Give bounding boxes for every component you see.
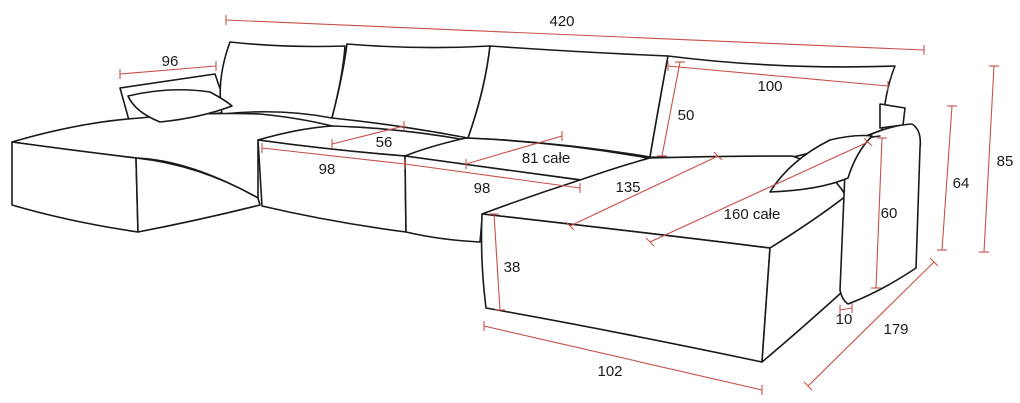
- dim-chaise-seat-depth: [569, 155, 719, 227]
- sofa-drawing: [11, 41, 922, 363]
- dim-chaise-full-depth: [649, 141, 869, 243]
- label-total-height: 85: [997, 153, 1014, 170]
- right-armrest: [839, 123, 922, 305]
- dim-module-1: [261, 147, 406, 165]
- label-back-height: 64: [953, 175, 970, 192]
- dim-chaise-left: [119, 65, 217, 75]
- dim-armrest-height: [875, 137, 883, 289]
- dim-seat-height: [493, 213, 501, 311]
- dim-armrest-width: [839, 307, 853, 311]
- label-module-1: 98: [319, 161, 336, 178]
- label-total-width: 420: [549, 13, 574, 30]
- label-seat-height: 38: [504, 259, 521, 276]
- label-backrest-height: 50: [678, 107, 695, 124]
- dim-seat-depth: [331, 125, 405, 145]
- dim-seat-depth-full: [465, 135, 563, 165]
- dimension-lines: [119, 15, 999, 395]
- label-chaise-left: 96: [162, 53, 179, 70]
- label-module-2: 98: [474, 180, 491, 197]
- dimension-labels: 420 96 100 50 56 81 całe 98 98 135 160 c…: [162, 13, 1014, 380]
- left-chaise-side: [135, 157, 261, 233]
- dim-total-width: [225, 19, 925, 51]
- right-chaise-front: [480, 213, 771, 363]
- label-seat-depth-full: 81 całe: [522, 150, 570, 167]
- label-chaise-length: 179: [883, 321, 908, 338]
- label-chaise-seat-depth: 135: [615, 179, 640, 196]
- label-armrest-height: 60: [881, 205, 898, 222]
- label-armrest-width: 10: [836, 311, 853, 328]
- back-cushion-1: [219, 41, 346, 119]
- label-chaise-front-width: 102: [597, 363, 622, 380]
- left-pillow: [127, 88, 233, 123]
- label-backrest-width: 100: [757, 78, 782, 95]
- dim-total-height: [983, 65, 995, 253]
- label-seat-depth: 56: [376, 134, 393, 151]
- dim-backrest-height: [661, 61, 681, 157]
- right-back-block: [879, 103, 906, 129]
- seat-front-1: [257, 139, 407, 233]
- back-cushion-2: [331, 43, 491, 139]
- dim-module-2: [404, 163, 581, 189]
- dim-backrest-width: [667, 65, 889, 87]
- dim-chaise-length: [807, 261, 935, 387]
- label-chaise-full-depth: 160 całe: [724, 206, 781, 223]
- dim-chaise-front-width: [483, 325, 763, 391]
- left-chaise-front: [11, 141, 139, 233]
- dim-back-height: [941, 105, 953, 251]
